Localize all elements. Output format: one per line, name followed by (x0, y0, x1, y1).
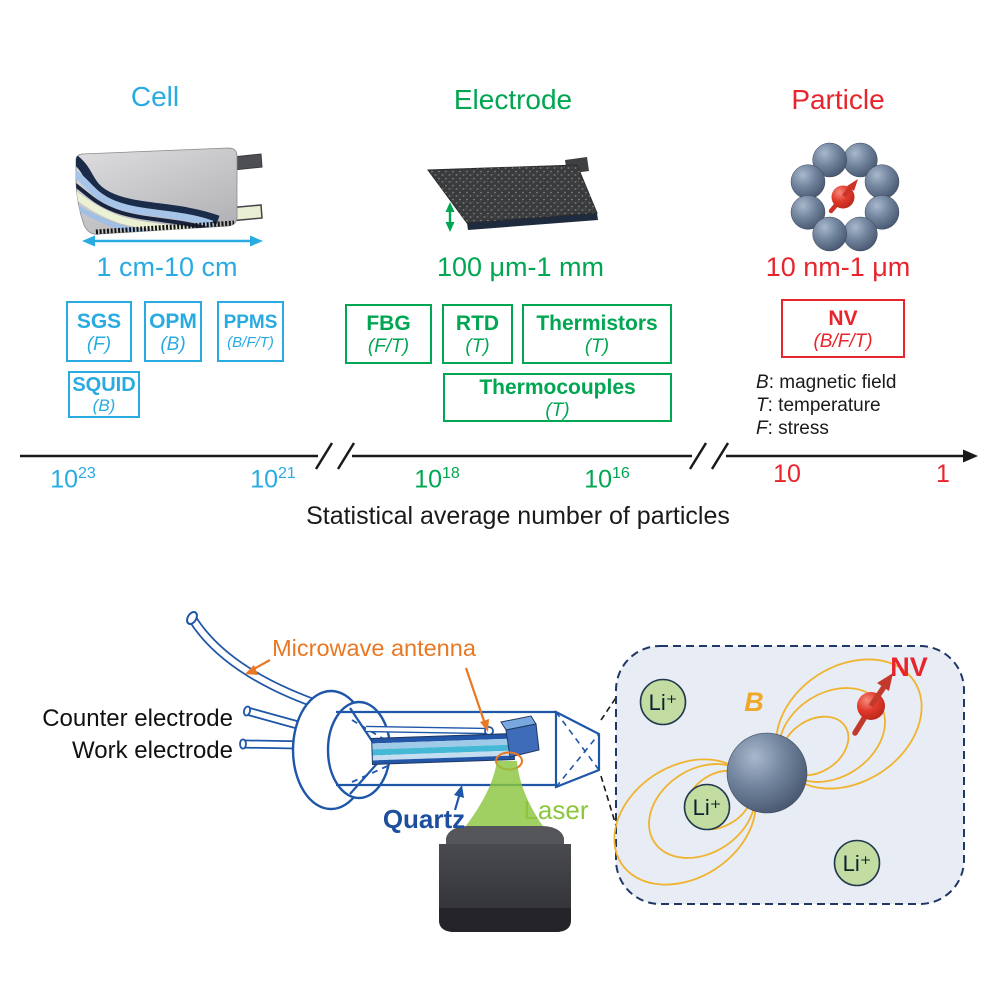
pouch-cell-illustration (75, 147, 263, 235)
rtd-box: RTD (T) (442, 304, 513, 364)
particle-number-axis (20, 442, 978, 470)
thermistors-label: Thermistors (536, 312, 658, 335)
quartz-arrow (453, 785, 464, 811)
sample-box (500, 715, 540, 758)
tick-10: 10 (773, 460, 801, 488)
b-field-label: B (744, 687, 764, 717)
li-ion-circle (639, 678, 687, 726)
lithium-ions: Li⁺ Li⁺ Li⁺ (639, 678, 881, 887)
squid-box: SQUID (B) (68, 371, 140, 418)
microwave-antenna-tube (186, 611, 330, 713)
cell-size-arrow (82, 235, 263, 247)
tick-1e23: 1023 (50, 465, 96, 494)
antenna-pointer-line (464, 667, 489, 732)
nv-spin-arrow (852, 673, 893, 736)
particle-size-label: 10 nm-1 μm (765, 252, 911, 282)
legend-t: T: temperature (756, 395, 881, 416)
axis-break-1 (314, 442, 356, 470)
thermistors-box: Thermistors (T) (522, 304, 672, 364)
squid-label: SQUID (72, 374, 136, 396)
electrode-texture (428, 165, 597, 223)
laser-beam (456, 761, 552, 838)
nanoparticle-ring (790, 142, 900, 252)
fbg-box: FBG (F/T) (345, 304, 432, 364)
thermocouples-box: Thermocouples (T) (443, 373, 672, 422)
counter-electrode-tube (242, 705, 307, 732)
opm-label: OPM (149, 309, 197, 333)
tick-1e16: 1016 (584, 465, 630, 494)
nv-spin-marker (828, 179, 858, 214)
cell-title: Cell (130, 81, 180, 112)
microwave-antenna-label: Microwave antenna (272, 635, 477, 661)
thermocouples-params: (T) (545, 399, 570, 421)
opm-params: (B) (160, 333, 186, 355)
legend-f: F: stress (756, 418, 829, 439)
work-electrode-label: Work electrode (72, 737, 233, 764)
quartz-label: Quartz (383, 804, 465, 834)
microwave-antenna-arrow (245, 659, 271, 675)
rtd-label: RTD (455, 312, 500, 335)
thermistors-params: (T) (584, 336, 610, 357)
counter-electrode-label: Counter electrode (42, 705, 233, 732)
cell-size-label: 1 cm-10 cm (96, 252, 238, 282)
objective-lens (439, 826, 571, 932)
axis-break-2 (688, 442, 730, 470)
fbg-label: FBG (366, 312, 411, 335)
tick-1: 1 (936, 460, 950, 488)
sgs-label: SGS (76, 309, 122, 333)
rtd-params: (T) (465, 336, 490, 357)
electrode-edge (467, 213, 598, 230)
particle-ring-illustration (790, 142, 900, 252)
li-ion-label: Li⁺ (649, 690, 678, 715)
tick-1e18: 1018 (414, 465, 460, 494)
legend-b: B: magnetic field (756, 372, 897, 393)
thermocouples-label: Thermocouples (479, 375, 636, 399)
nv-box: NV (B/F/T) (781, 299, 905, 358)
sgs-params: (F) (86, 333, 112, 355)
li-ion-label: Li⁺ (693, 795, 722, 820)
axis-title: Statistical average number of particles (306, 502, 730, 530)
fbg-params: (F/T) (367, 336, 410, 357)
apparatus-diagram: Li⁺ Li⁺ Li⁺ B NV Microwave antenna Count… (42, 611, 965, 932)
li-ion-circle (833, 839, 881, 887)
squid-params: (B) (92, 396, 116, 415)
symbol-legend: B: magnetic field T: temperature F: stre… (756, 371, 896, 440)
particle-sphere (726, 732, 808, 814)
ppms-label: PPMS (223, 311, 278, 333)
nv-params: (B/F/T) (813, 330, 873, 352)
cell-stack (371, 733, 515, 765)
nv-label: NV (828, 306, 858, 330)
electrode-illustration (427, 157, 598, 232)
electrode-size-label: 100 μm-1 mm (436, 252, 605, 282)
nv-center-label: NV (890, 652, 928, 682)
electrode-title: Electrode (453, 84, 573, 115)
tick-1e21: 1021 (250, 465, 296, 494)
ppms-params: (B/F/T) (227, 333, 274, 351)
axis-arrowhead (963, 449, 978, 463)
sgs-box: SGS (F) (66, 301, 132, 362)
particle-title: Particle (791, 84, 885, 115)
li-ion-label: Li⁺ (843, 851, 872, 876)
ppms-box: PPMS (B/F/T) (217, 301, 284, 362)
laser-label: Laser (523, 795, 588, 825)
opm-box: OPM (B) (144, 301, 202, 362)
li-ion-circle (683, 783, 731, 831)
electrode-thickness-arrow (445, 202, 455, 232)
